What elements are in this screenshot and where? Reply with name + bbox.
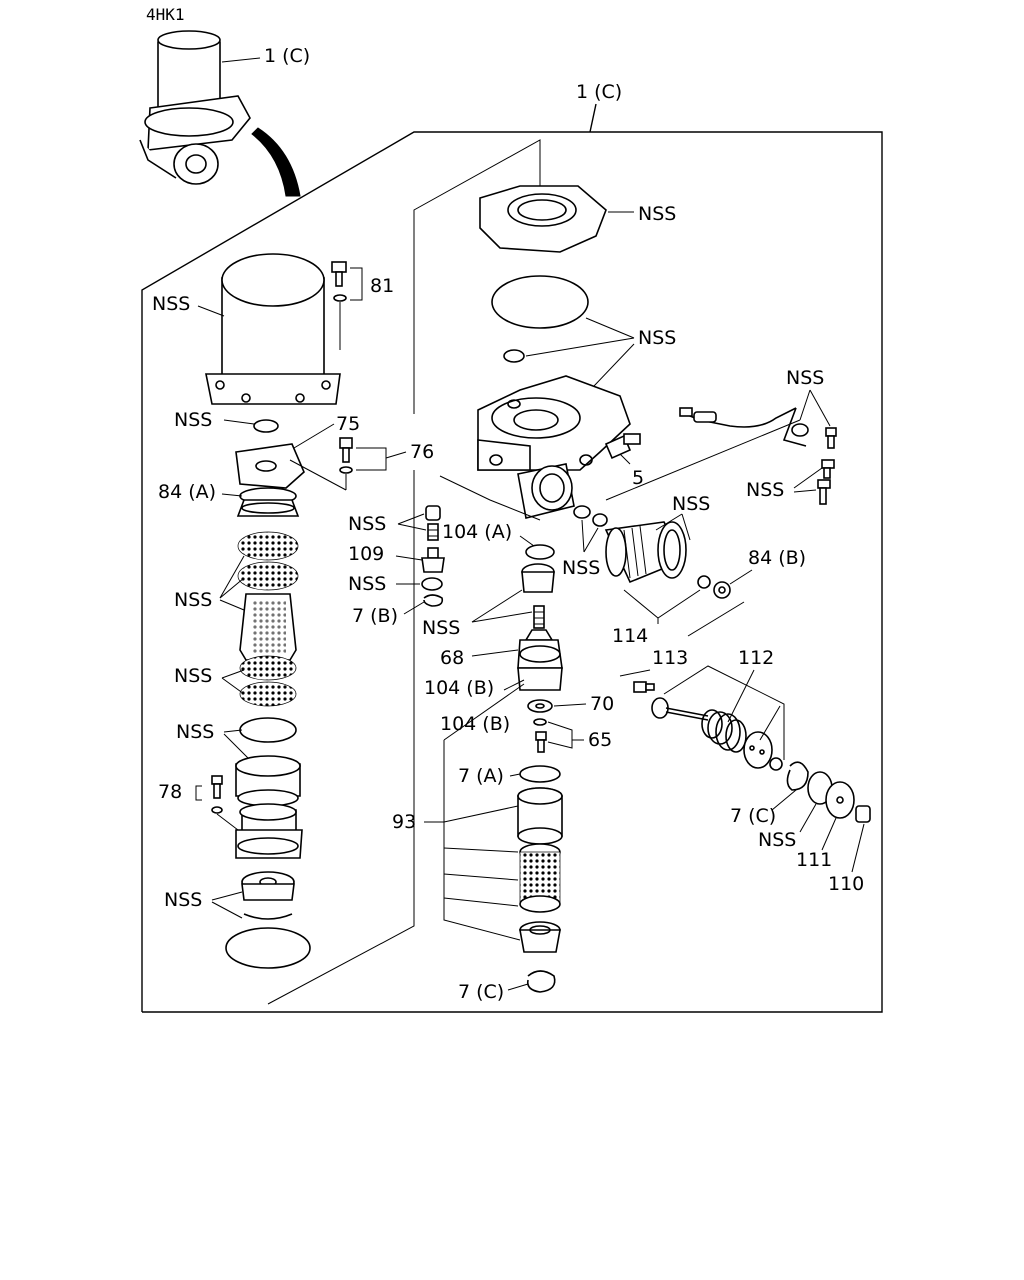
label-76: 76 (410, 441, 434, 463)
label-nss-filter-lower: NSS (174, 665, 212, 687)
label-81: 81 (370, 275, 394, 297)
label-nss-seal: NSS (174, 409, 212, 431)
label-7c-right: 7 (C) (730, 805, 776, 827)
label-104b-upper: 104 (B) (424, 677, 494, 699)
label-nss-orings: NSS (638, 327, 676, 349)
label-nss-fittings: NSS (562, 557, 600, 579)
label-7c-bottom: 7 (C) (458, 981, 504, 1003)
label-113: 113 (652, 647, 688, 669)
label-nss-harness-top: NSS (786, 367, 824, 389)
label-111: 111 (796, 849, 832, 871)
left-column: NSS 81 NSS 75 76 84 (A) (152, 253, 434, 969)
label-1c-main: 1 (C) (576, 81, 622, 103)
label-104b-lower: 104 (B) (440, 713, 510, 735)
label-75: 75 (336, 413, 360, 435)
label-84a: 84 (A) (158, 481, 216, 503)
label-93: 93 (392, 811, 416, 833)
label-112: 112 (738, 647, 774, 669)
label-nss-top-cover: NSS (638, 203, 676, 225)
label-65: 65 (588, 729, 612, 751)
label-nss-cover: NSS (152, 293, 190, 315)
label-nss-109-top: NSS (348, 513, 386, 535)
main-frame: 1 (C) (141, 81, 883, 1013)
label-nss-tube: NSS (672, 493, 710, 515)
label-nss-109-ring: NSS (348, 573, 386, 595)
label-nss-disc: NSS (758, 829, 796, 851)
label-nss-filter-upper: NSS (174, 589, 212, 611)
label-70: 70 (590, 693, 614, 715)
label-nss-seat: NSS (164, 889, 202, 911)
label-nss-piston: NSS (422, 617, 460, 639)
label-1c-overview: 1 (C) (264, 45, 310, 67)
label-109: 109 (348, 543, 384, 565)
label-5: 5 (632, 467, 644, 489)
assembly-overview: 4HK1 1 (C) (139, 5, 310, 197)
label-84b: 84 (B) (748, 547, 806, 569)
model-label: 4HK1 (146, 5, 185, 24)
label-7a: 7 (A) (458, 765, 504, 787)
label-104a: 104 (A) (442, 521, 512, 543)
right-column: NSS NSS 84 (B) 114 113 (562, 367, 871, 895)
label-114: 114 (612, 625, 648, 647)
label-110: 110 (828, 873, 864, 895)
label-7b: 7 (B) (352, 605, 398, 627)
label-nss-oring: NSS (176, 721, 214, 743)
label-68: 68 (440, 647, 464, 669)
label-nss-harness-bottom: NSS (746, 479, 784, 501)
label-78: 78 (158, 781, 182, 803)
center-column: NSS NSS 5 104 (A) N (348, 185, 676, 1003)
